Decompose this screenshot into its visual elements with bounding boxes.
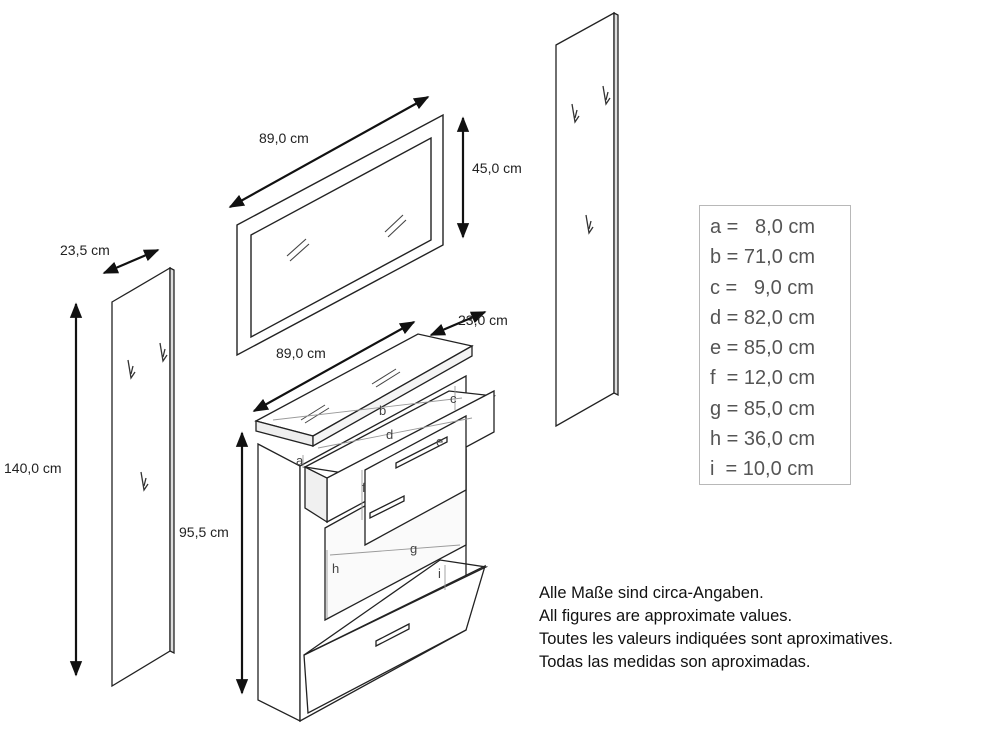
- legend-row-a: a = 8,0 cm: [710, 216, 816, 238]
- note-german: Alle Maße sind circa-Angaben.: [539, 584, 764, 602]
- left-panel-hooks: [127, 342, 168, 492]
- part-letter-f: f: [362, 480, 366, 495]
- label-panel-width: 23,5 cm: [60, 242, 110, 258]
- legend-row-g: g = 85,0 cm: [710, 397, 816, 420]
- legend-row-b: b = 71,0 cm: [710, 246, 816, 269]
- measurement-legend: a = 8,0 cm b = 71,0 cm c = 9,0 cm d = 82…: [699, 205, 851, 485]
- legend-row-e: e = 85,0 cm: [710, 337, 816, 360]
- label-mirror-height: 45,0 cm: [472, 160, 522, 176]
- label-panel-height: 140,0 cm: [4, 460, 62, 476]
- mirror-glare: [286, 214, 407, 262]
- part-letter-a: a: [296, 453, 304, 468]
- approximate-values-note: Alle Maße sind circa-Angaben. All figure…: [539, 582, 893, 674]
- label-mirror-width: 89,0 cm: [259, 130, 309, 146]
- flap-handle: [369, 494, 405, 520]
- part-letter-c: c: [450, 391, 457, 406]
- right-panel-hooks: [571, 85, 611, 235]
- left-wall-panel: [111, 266, 175, 688]
- part-letter-i: i: [438, 566, 441, 581]
- dimension-arrows: [69, 96, 487, 695]
- legend-row-c: c = 9,0 cm: [710, 276, 814, 299]
- legend-row-h: h = 36,0 cm: [710, 428, 816, 451]
- right-wall-panel: [555, 11, 619, 428]
- part-letter-e: e: [436, 434, 443, 449]
- legend-row-d: d = 82,0 cm: [710, 306, 816, 329]
- shoe-flap: [303, 564, 487, 715]
- arrow-mirror-width: [228, 96, 430, 208]
- part-letter-b: b: [379, 403, 386, 418]
- arrow-panel-width: [102, 248, 160, 275]
- legend-row-f: f = 12,0 cm: [710, 367, 816, 390]
- part-letter-d: d: [386, 427, 393, 442]
- label-cabinet-height: 95,5 cm: [179, 524, 229, 540]
- part-letter-g: g: [410, 541, 417, 556]
- note-spanish: Todas las medidas son aproximadas.: [539, 653, 811, 671]
- legend-row-i: i = 10,0 cm: [710, 458, 814, 481]
- note-english: All figures are approximate values.: [539, 607, 793, 625]
- upper-flap: [364, 414, 467, 547]
- shoe-cabinet: [254, 333, 497, 723]
- mirror: [236, 113, 444, 357]
- cabinet-handles: [369, 435, 448, 648]
- drawer-handle: [395, 435, 448, 470]
- arrow-cabinet-depth: [429, 310, 487, 337]
- note-french: Toutes les valeurs indiquées sont aproxi…: [539, 630, 894, 648]
- cabinet-side: [257, 442, 301, 723]
- arrow-cabinet-width: [252, 321, 416, 412]
- drawer-side: [304, 465, 328, 524]
- shoe-flap-handle: [375, 622, 410, 648]
- label-cabinet-width: 89,0 cm: [276, 345, 326, 361]
- part-letter-h: h: [332, 561, 339, 576]
- label-cabinet-depth: 23,0 cm: [458, 312, 508, 328]
